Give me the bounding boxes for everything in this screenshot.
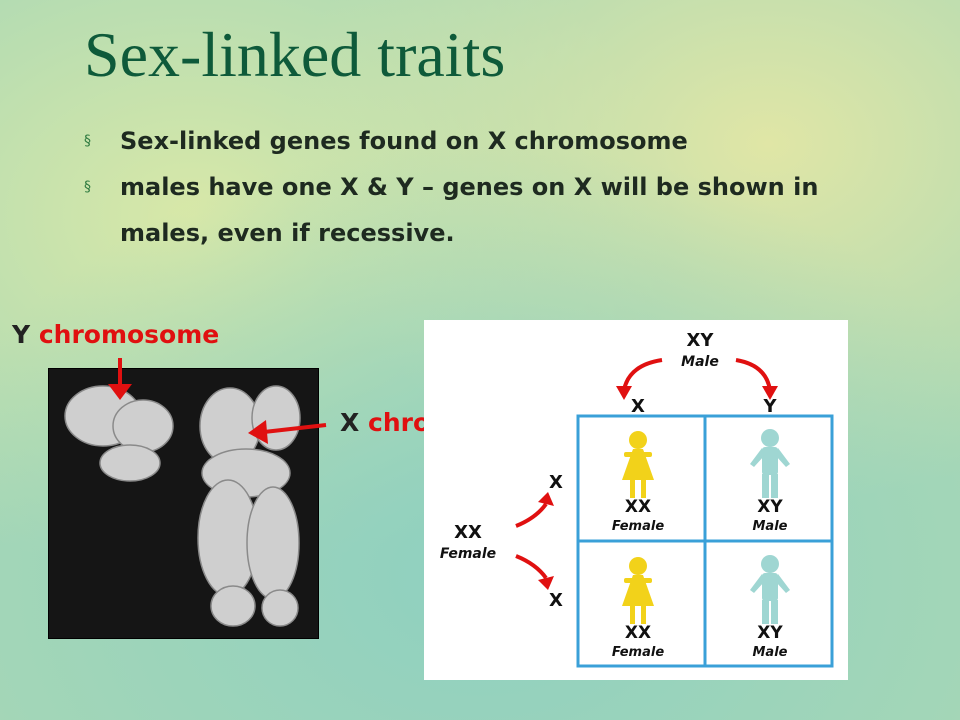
- cell-sex: Male: [753, 519, 788, 534]
- male-parent-label: Male: [681, 354, 719, 370]
- row-gamete-2: X: [549, 590, 563, 611]
- female-parent-genotype: XX: [454, 522, 482, 543]
- cell-sex: Male: [753, 645, 788, 660]
- slide-title: Sex-linked traits: [84, 19, 506, 90]
- row-gamete-1: X: [549, 472, 563, 493]
- x-letter: X: [340, 408, 360, 437]
- bullet-item: § males have one X & Y – genes on X will…: [84, 164, 904, 256]
- punnett-cell: XX Female: [612, 431, 664, 534]
- female-parent-label: Female: [440, 546, 496, 562]
- punnett-square: XY Male X Y XX Female X X XX Female XY M…: [424, 320, 848, 680]
- punnett-cell: XX Female: [612, 557, 664, 660]
- punnett-cell: XY Male: [750, 429, 790, 534]
- bullet-text: Sex-linked genes found on X chromosome: [120, 127, 688, 155]
- punnett-cell: XY Male: [750, 555, 790, 660]
- col-gamete-1: X: [631, 396, 645, 417]
- male-parent-genotype: XY: [687, 330, 715, 351]
- chromosome-micrograph: [48, 368, 319, 639]
- bullet-marker: §: [84, 179, 91, 195]
- female-arrow-up: [515, 502, 548, 528]
- cell-genotype: XX: [625, 623, 651, 643]
- col-gamete-2: Y: [762, 396, 777, 417]
- bullet-marker: §: [84, 133, 91, 149]
- bullet-item: § Sex-linked genes found on X chromosome: [84, 118, 904, 164]
- y-chromosome-label: Y chromosome: [12, 320, 219, 349]
- cell-sex: Female: [612, 519, 664, 534]
- punnett-grid: [576, 414, 834, 668]
- cell-sex: Female: [612, 645, 664, 660]
- cell-genotype: XX: [625, 497, 651, 517]
- bullet-list: § Sex-linked genes found on X chromosome…: [84, 118, 904, 256]
- y-word: chromosome: [38, 320, 220, 349]
- cell-genotype: XY: [757, 623, 783, 643]
- bullet-text: males have one X & Y – genes on X will b…: [120, 173, 819, 247]
- y-letter: Y: [12, 320, 31, 349]
- female-arrow-down: [515, 554, 548, 580]
- cell-genotype: XY: [757, 497, 783, 517]
